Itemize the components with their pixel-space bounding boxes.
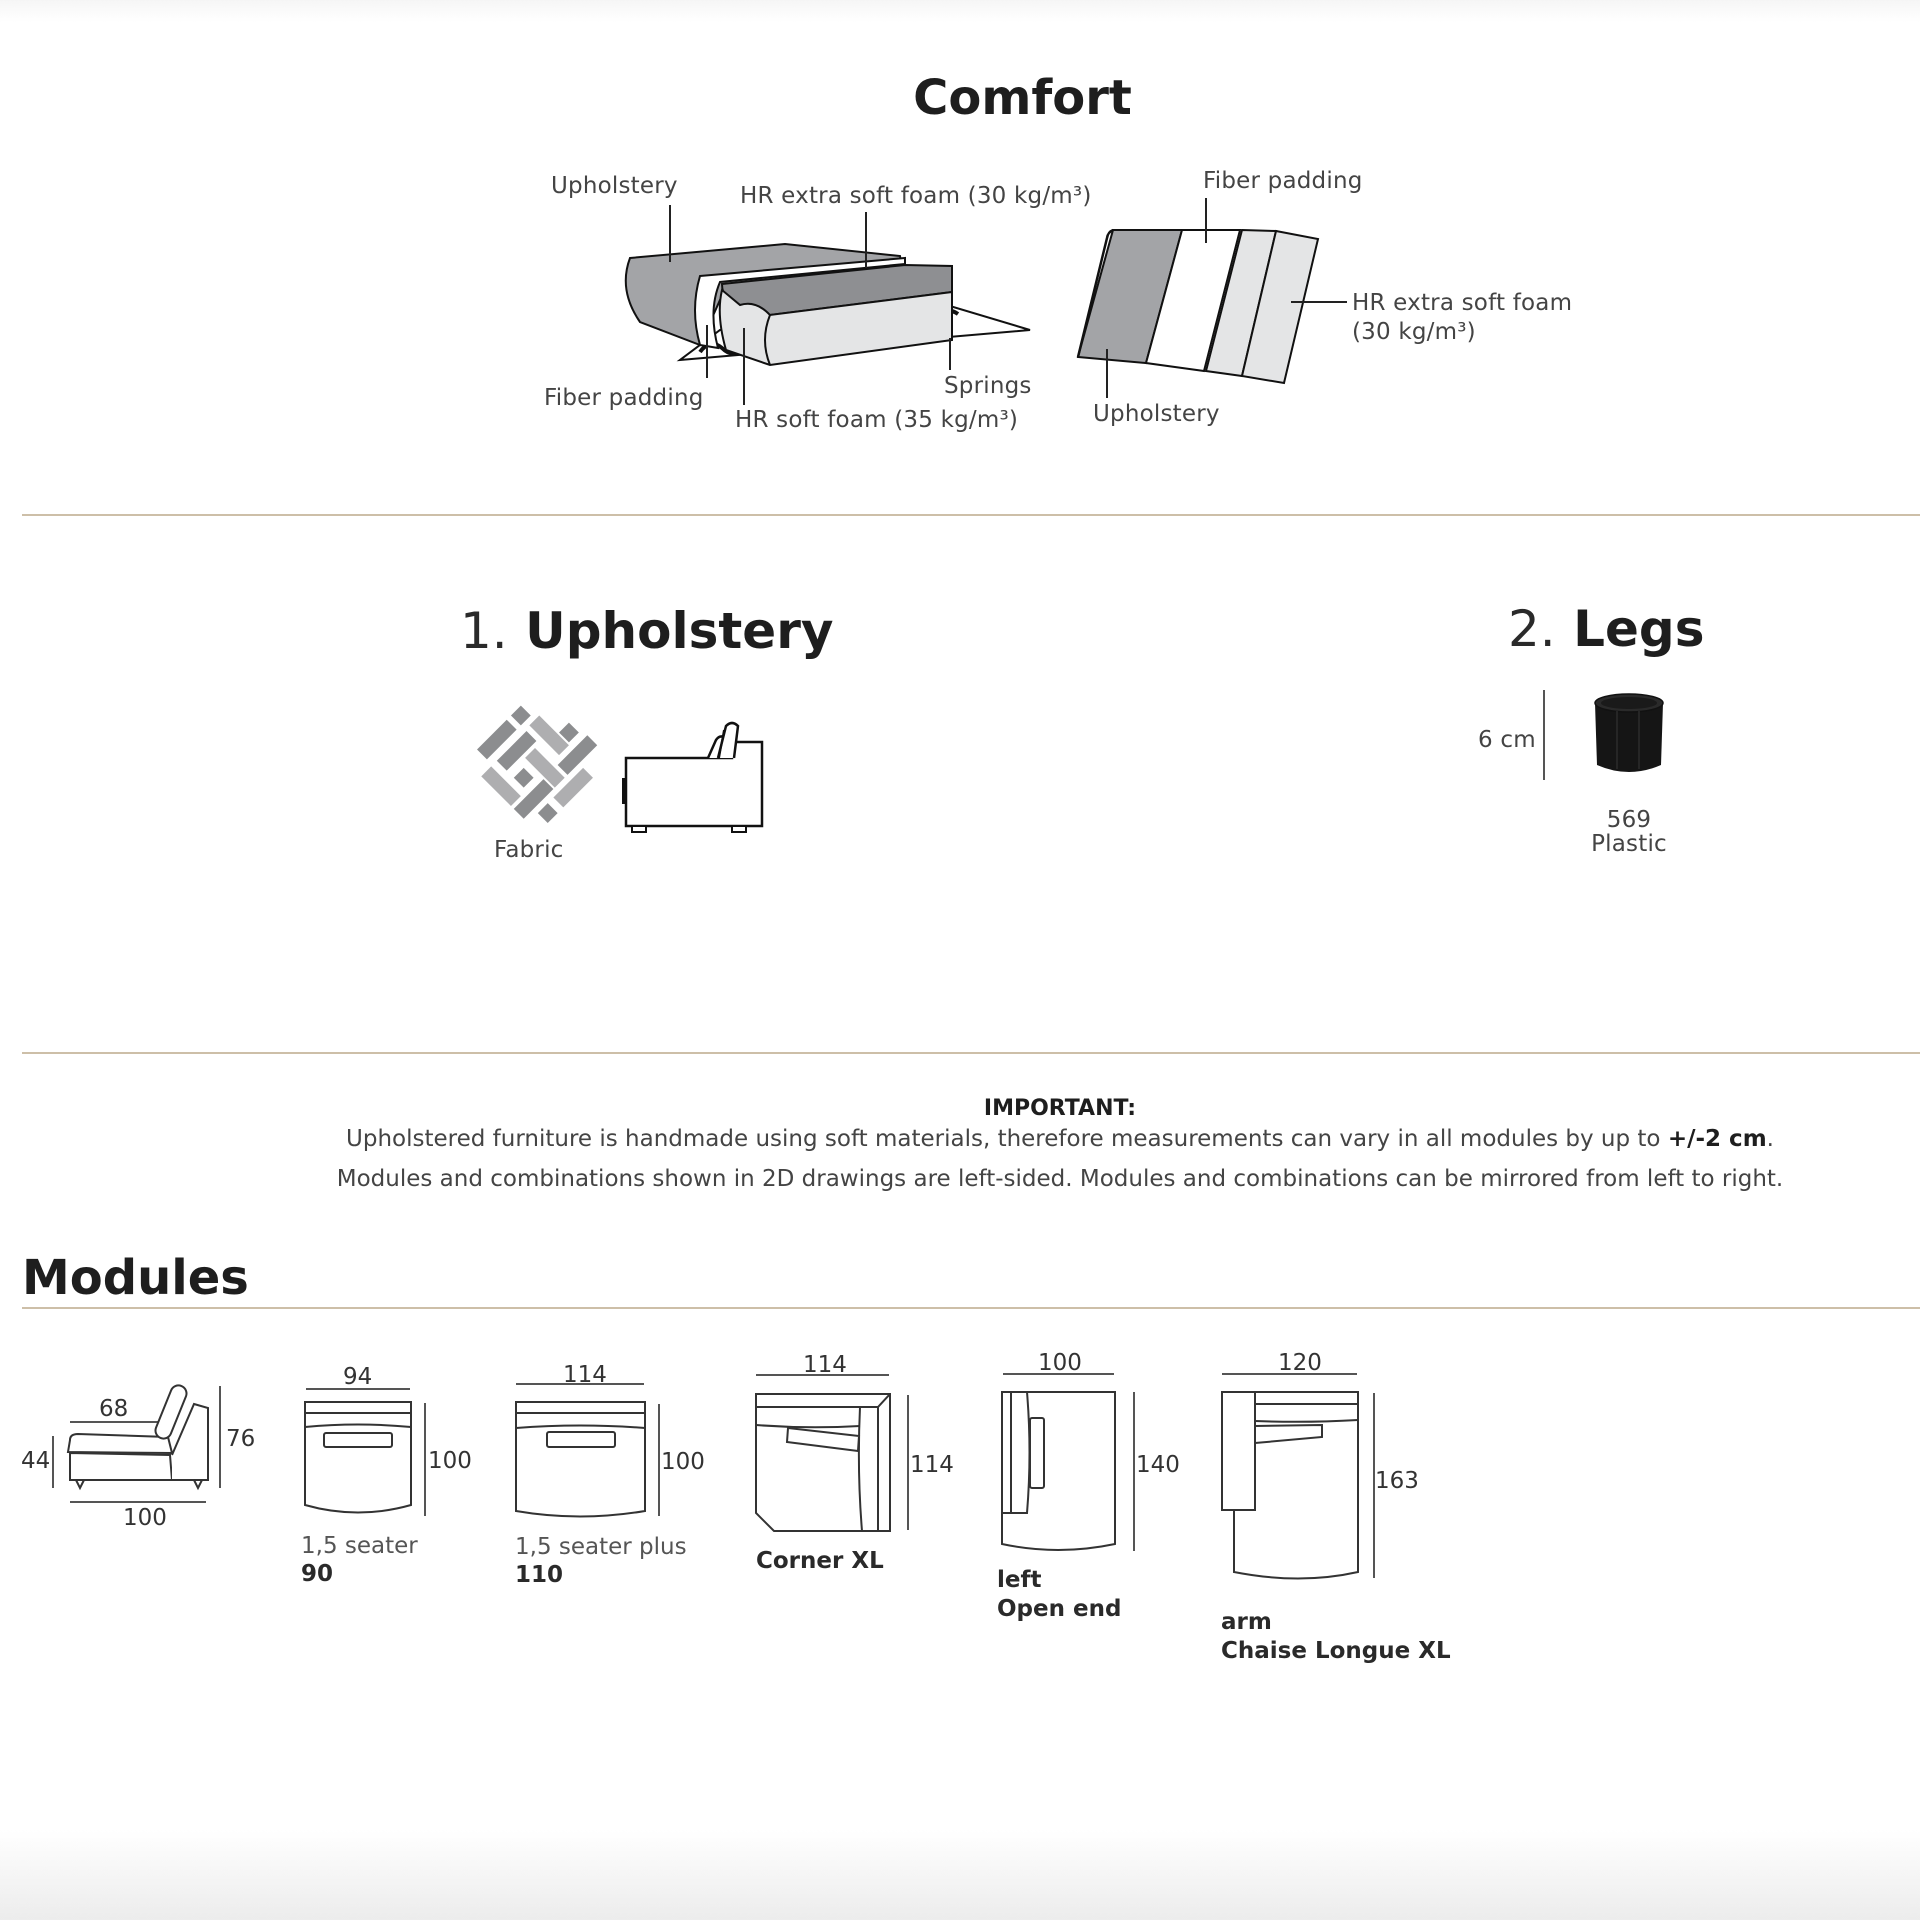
section-divider-2	[22, 1052, 1920, 1054]
plastic-leg-icon[interactable]	[1593, 693, 1665, 779]
back-foam-b	[1240, 229, 1320, 385]
module-2-depth: 100	[661, 1449, 705, 1475]
important-line-1-text: Upholstered furniture is handmade using …	[346, 1126, 1668, 1152]
module-3-depth: 114	[910, 1452, 954, 1478]
seat-fiber-padding	[694, 256, 906, 350]
side-total-depth: 100	[123, 1505, 167, 1531]
module-3-width: 114	[803, 1352, 847, 1378]
module-1-name: 1,5 seater	[301, 1533, 418, 1559]
side-total-height: 76	[226, 1426, 256, 1452]
side-seat-height: 44	[21, 1448, 51, 1474]
upholstery-number: 1.	[460, 602, 508, 660]
legs-heading: 2. Legs	[1508, 600, 1704, 658]
side-seat-depth: 68	[99, 1396, 129, 1422]
tolerance-value: +/-2 cm	[1667, 1126, 1767, 1152]
upholstery-heading: 1. Upholstery	[460, 602, 833, 660]
legs-title: Legs	[1573, 600, 1705, 658]
module-2-name: 1,5 seater plus	[515, 1534, 687, 1560]
module-3-name: Corner XL	[756, 1548, 884, 1574]
label-back-fiber-padding: Fiber padding	[1203, 168, 1363, 194]
label-back-upholstery: Upholstery	[1093, 401, 1220, 427]
legs-height-label: 6 cm	[1478, 727, 1536, 753]
upholstery-title: Upholstery	[525, 602, 834, 660]
module-5-name-2: Chaise Longue XL	[1221, 1638, 1451, 1664]
module-4-name-2: Open end	[997, 1596, 1122, 1622]
module-2-width: 114	[563, 1362, 607, 1388]
important-line-1: Upholstered furniture is handmade using …	[100, 1126, 1920, 1152]
seat-cushion-diagram	[624, 205, 1031, 405]
important-line-2: Modules and combinations shown in 2D dra…	[336, 1166, 1784, 1192]
module-4-depth: 140	[1136, 1452, 1180, 1478]
fabric-label: Fabric	[494, 837, 564, 863]
important-heading: IMPORTANT:	[983, 1096, 1137, 1121]
modules-divider	[22, 1307, 1920, 1309]
legs-number: 2.	[1508, 600, 1556, 658]
section-divider-1	[22, 514, 1920, 516]
fabric-weave-icon[interactable]	[475, 705, 598, 825]
label-seat-hr-soft-foam: HR soft foam (35 kg/m³)	[735, 407, 1019, 433]
module-1-code: 90	[301, 1561, 334, 1587]
label-seat-fiber-padding: Fiber padding	[544, 385, 704, 411]
module-4-width: 100	[1038, 1350, 1082, 1376]
module-1-depth: 100	[428, 1448, 472, 1474]
label-back-hr-extra-soft-foam-1: HR extra soft foam	[1352, 290, 1573, 316]
legs-material: Plastic	[1591, 831, 1667, 857]
back-cushion-diagram	[1076, 198, 1347, 398]
back-fiber-padding	[1144, 229, 1242, 373]
comfort-title: Comfort	[913, 70, 1132, 126]
label-seat-hr-extra-soft-foam: HR extra soft foam (30 kg/m³)	[740, 183, 1092, 209]
modules-title: Modules	[22, 1250, 249, 1306]
label-seat-upholstery: Upholstery	[551, 173, 678, 199]
sofa-side-icon	[622, 721, 764, 833]
module-5-depth: 163	[1375, 1468, 1419, 1494]
important-line-1-end: .	[1766, 1126, 1774, 1152]
label-seat-springs: Springs	[944, 373, 1032, 399]
legs-height-line	[1543, 690, 1545, 780]
label-back-hr-extra-soft-foam-2: (30 kg/m³)	[1352, 319, 1476, 345]
module-2-code: 110	[515, 1562, 564, 1588]
module-1-width: 94	[343, 1364, 373, 1390]
module-5-name-1: arm	[1221, 1609, 1272, 1635]
seat-soft-foam	[718, 288, 953, 367]
legs-code: 569	[1606, 807, 1652, 833]
module-5-width: 120	[1278, 1350, 1322, 1376]
module-4-name-1: left	[997, 1567, 1042, 1593]
